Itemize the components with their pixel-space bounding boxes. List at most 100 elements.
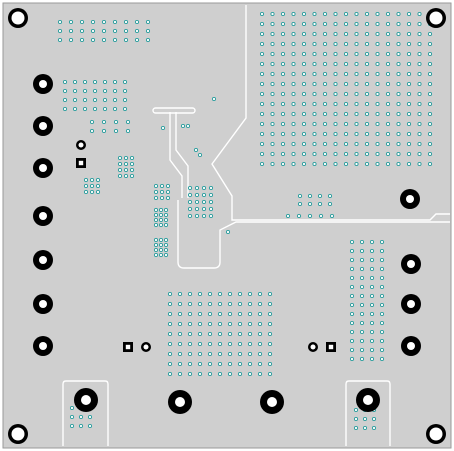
via bbox=[129, 161, 135, 167]
via bbox=[322, 41, 328, 47]
via bbox=[134, 37, 140, 43]
via bbox=[417, 151, 422, 157]
via bbox=[90, 37, 96, 43]
via bbox=[125, 119, 131, 125]
via bbox=[102, 106, 108, 112]
via bbox=[117, 173, 123, 179]
via bbox=[375, 71, 380, 77]
via bbox=[165, 183, 171, 189]
via bbox=[159, 183, 165, 189]
via bbox=[333, 131, 338, 137]
via bbox=[333, 111, 338, 117]
via bbox=[364, 11, 370, 17]
via bbox=[165, 195, 171, 201]
via bbox=[364, 121, 370, 127]
via bbox=[207, 291, 213, 297]
via bbox=[217, 351, 223, 357]
via bbox=[349, 302, 355, 308]
via bbox=[270, 21, 275, 27]
via bbox=[267, 291, 273, 297]
via bbox=[207, 341, 213, 347]
via bbox=[153, 242, 159, 248]
via bbox=[270, 121, 275, 127]
via bbox=[270, 131, 275, 137]
via bbox=[163, 247, 169, 253]
via bbox=[301, 121, 307, 127]
via bbox=[312, 31, 317, 37]
via bbox=[217, 371, 223, 377]
via bbox=[193, 147, 199, 153]
via bbox=[364, 151, 370, 157]
via bbox=[92, 79, 98, 85]
via bbox=[187, 192, 193, 198]
via bbox=[159, 189, 165, 195]
via bbox=[396, 61, 401, 67]
via bbox=[406, 81, 412, 87]
via bbox=[217, 331, 223, 337]
via bbox=[72, 97, 78, 103]
via bbox=[317, 193, 323, 199]
via bbox=[322, 101, 328, 107]
via bbox=[270, 111, 275, 117]
via bbox=[359, 311, 365, 317]
via bbox=[385, 61, 391, 67]
via bbox=[177, 311, 183, 317]
via bbox=[364, 31, 370, 37]
via bbox=[379, 266, 385, 272]
via bbox=[375, 141, 380, 147]
test-pad-hole bbox=[78, 142, 84, 148]
via bbox=[427, 71, 433, 77]
via bbox=[257, 291, 263, 297]
via bbox=[83, 189, 89, 195]
via bbox=[322, 131, 328, 137]
via bbox=[79, 19, 85, 25]
via bbox=[291, 91, 296, 97]
via bbox=[354, 51, 359, 57]
via bbox=[359, 347, 365, 353]
via bbox=[322, 141, 328, 147]
via bbox=[280, 141, 286, 147]
via bbox=[364, 131, 370, 137]
via bbox=[406, 111, 412, 117]
test-pad-hole bbox=[310, 344, 316, 350]
via bbox=[417, 91, 422, 97]
via bbox=[167, 351, 173, 357]
via bbox=[396, 51, 401, 57]
via bbox=[354, 111, 359, 117]
via bbox=[177, 351, 183, 357]
via bbox=[312, 151, 317, 157]
via bbox=[349, 311, 355, 317]
via bbox=[267, 361, 273, 367]
via bbox=[427, 41, 433, 47]
via bbox=[187, 321, 193, 327]
via bbox=[280, 161, 286, 167]
via bbox=[101, 119, 107, 125]
via bbox=[375, 101, 380, 107]
via bbox=[227, 361, 233, 367]
via bbox=[385, 21, 391, 27]
via bbox=[379, 284, 385, 290]
via bbox=[379, 302, 385, 308]
trace-b bbox=[175, 112, 189, 198]
via bbox=[359, 257, 365, 263]
via bbox=[312, 101, 317, 107]
via bbox=[225, 229, 231, 235]
via bbox=[322, 61, 328, 67]
via bbox=[301, 151, 307, 157]
via bbox=[207, 301, 213, 307]
via bbox=[312, 141, 317, 147]
via bbox=[427, 111, 433, 117]
via bbox=[247, 361, 253, 367]
via bbox=[187, 361, 193, 367]
via bbox=[217, 341, 223, 347]
via bbox=[371, 425, 377, 431]
via bbox=[379, 248, 385, 254]
via bbox=[185, 123, 191, 129]
via bbox=[406, 21, 412, 27]
via bbox=[297, 193, 303, 199]
via bbox=[318, 213, 324, 219]
via bbox=[406, 61, 412, 67]
via bbox=[177, 341, 183, 347]
via bbox=[72, 79, 78, 85]
mounting-hole-hole bbox=[11, 11, 25, 25]
